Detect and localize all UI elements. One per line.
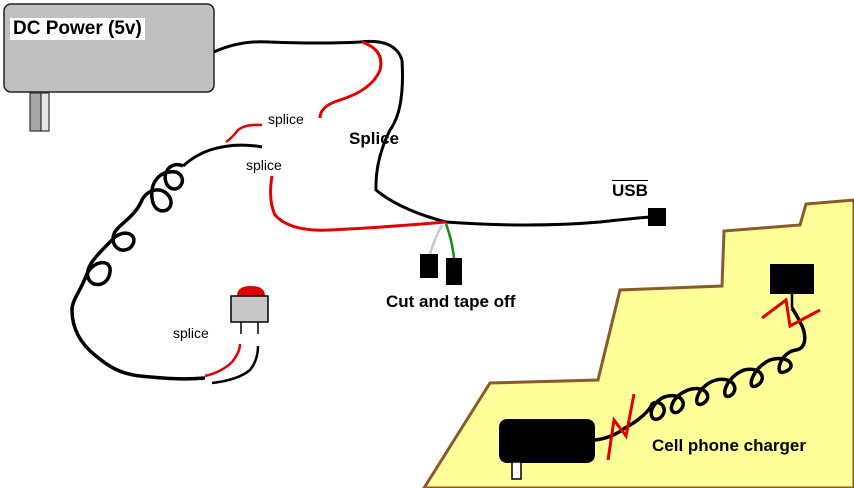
splice-top-label: splice bbox=[268, 111, 304, 127]
usb-cable bbox=[445, 215, 651, 227]
switch-black-lead bbox=[211, 345, 260, 385]
cut-tape-left bbox=[420, 254, 438, 278]
usb-label: USB bbox=[612, 180, 648, 200]
cut-white-wire bbox=[428, 224, 444, 255]
splice-switch-label: splice bbox=[173, 325, 209, 341]
cut-mark-charger bbox=[606, 393, 636, 461]
splice-main-label: Splice bbox=[349, 129, 400, 148]
cell-charger-label: Cell phone charger bbox=[652, 436, 806, 455]
coiled-cord-left bbox=[70, 162, 206, 381]
adapter-red-wire bbox=[318, 40, 383, 119]
splice-mid-label: splice bbox=[246, 157, 282, 173]
adapter-output-wire bbox=[213, 39, 447, 224]
junction-red-wire bbox=[269, 175, 447, 232]
cut-tape-label: Cut and tape off bbox=[386, 292, 516, 311]
cut-tape-right bbox=[446, 258, 462, 285]
phone-plug-icon bbox=[770, 264, 814, 294]
charger-block-icon bbox=[499, 419, 595, 480]
usb-plug-icon bbox=[648, 208, 666, 226]
push-switch-icon bbox=[230, 286, 269, 334]
cut-mark-plug bbox=[761, 297, 821, 329]
coil-black-wire-top bbox=[181, 143, 263, 168]
coil-red-wire-top bbox=[225, 123, 263, 144]
cut-green-wire bbox=[444, 223, 456, 259]
charger-panel bbox=[422, 198, 854, 488]
dc-power-label: DC Power (5v) bbox=[10, 18, 145, 40]
switch-red-lead bbox=[204, 343, 242, 378]
coiled-cord-right bbox=[594, 307, 807, 442]
